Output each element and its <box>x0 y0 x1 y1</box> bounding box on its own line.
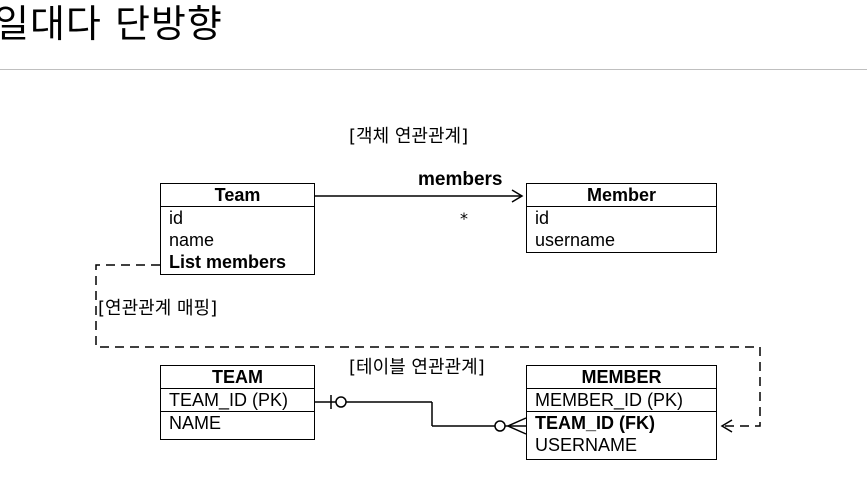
multiplicity-label: * <box>460 209 468 228</box>
crows-foot-top <box>507 417 527 427</box>
team-entity-name: Team <box>161 184 314 207</box>
page-title: 일대다 단방향 <box>0 2 223 46</box>
member-table-name: MEMBER <box>527 366 716 389</box>
team-table-name: TEAM <box>161 366 314 389</box>
member-table-pk: MEMBER_ID (PK) <box>527 389 716 412</box>
table-relation-label: [테이블 연관관계] <box>349 357 485 378</box>
object-relation-label: [객체 연관관계] <box>349 126 469 147</box>
association-arrowhead <box>511 189 524 203</box>
many-side-circle <box>494 420 506 432</box>
member-table-fk: TEAM_ID (FK) <box>535 413 655 433</box>
member-entity: Member id username <box>526 183 717 253</box>
team-table-pk: TEAM_ID (PK) <box>161 389 314 412</box>
member-field-username: username <box>535 230 616 250</box>
mapping-arrowhead <box>720 419 733 433</box>
title-divider <box>0 69 867 70</box>
team-field-name: name <box>169 230 215 250</box>
member-table: MEMBER MEMBER_ID (PK) TEAM_ID (FK) USERN… <box>526 365 717 460</box>
member-entity-name: Member <box>527 184 716 207</box>
member-field-id: id <box>535 208 550 228</box>
team-field-members: List members <box>169 252 287 272</box>
mapping-label: [연관관계 매핑] <box>98 298 218 319</box>
team-entity: Team id name List members <box>160 183 315 275</box>
team-table-name-column: NAME <box>169 413 222 433</box>
one-side-circle <box>335 396 347 408</box>
association-label: members <box>418 169 503 190</box>
team-table: TEAM TEAM_ID (PK) NAME <box>160 365 315 440</box>
team-field-id: id <box>169 208 184 228</box>
member-table-username: USERNAME <box>535 435 638 455</box>
mapping-dashed-line <box>95 264 761 427</box>
crows-foot-bottom <box>507 425 527 435</box>
